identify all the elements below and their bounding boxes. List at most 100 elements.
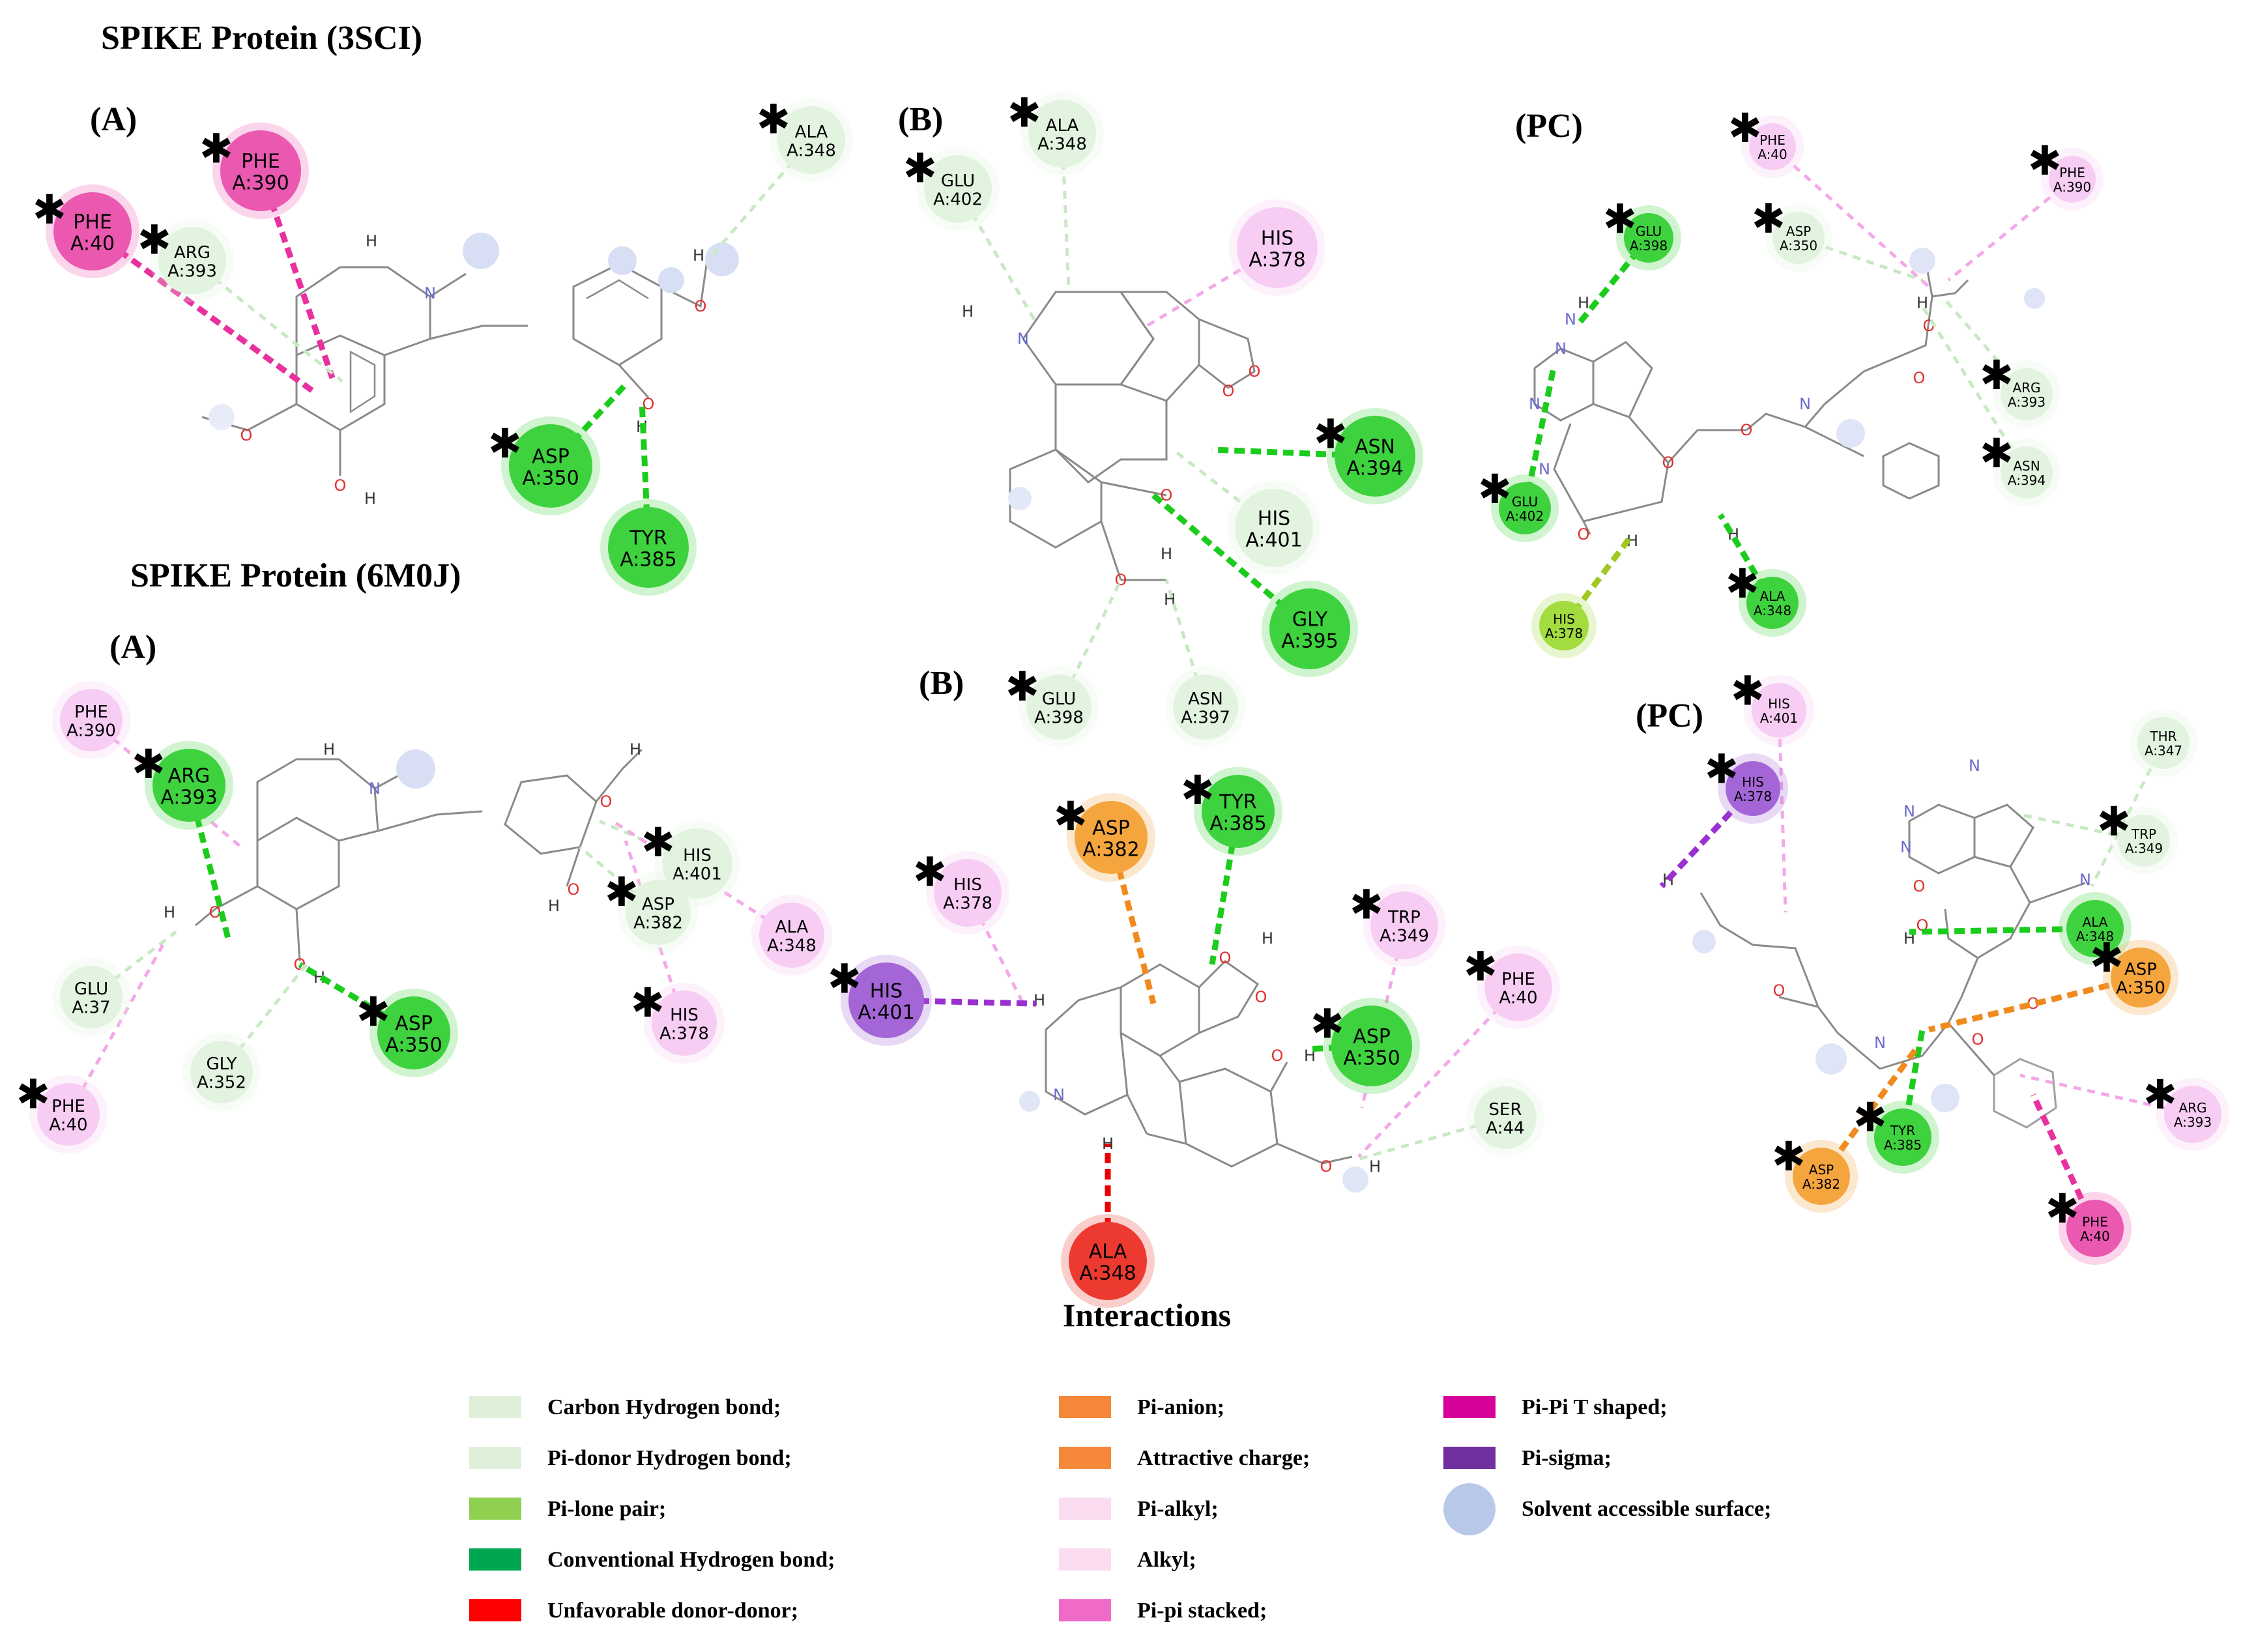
interaction-line xyxy=(1771,145,1930,288)
panel-label-3sci-b: (B) xyxy=(898,101,943,138)
key-residue-asterisk-icon: ✱ xyxy=(132,740,166,788)
legend-swatch xyxy=(1059,1396,1111,1418)
residue-id: A:347 xyxy=(2145,743,2182,759)
key-residue-asterisk-icon: ✱ xyxy=(1603,195,1637,242)
residue-id: A:390 xyxy=(2053,179,2091,195)
key-residue-asterisk-icon: ✱ xyxy=(631,979,665,1026)
residue-name: PHE xyxy=(2059,165,2085,181)
residue-id: A:40 xyxy=(70,233,115,255)
key-residue-asterisk-icon: ✱ xyxy=(2090,934,2124,981)
residue-name: ALA xyxy=(1760,588,1786,604)
residue-circle xyxy=(1335,416,1415,497)
residue-name: HIS xyxy=(1742,774,1764,790)
residue-name: PHE xyxy=(73,211,112,234)
residue-nodes: PHEA:390✱PHEA:40✱ARGA:393✱ALAA:348✱ASPA:… xyxy=(16,89,2229,1308)
residue-circle xyxy=(377,996,450,1069)
residue-circle xyxy=(152,749,225,822)
key-residue-asterisk-icon: ✱ xyxy=(1752,195,1786,242)
residue-name: HIS xyxy=(870,980,903,1003)
key-residue-asterisk-icon: ✱ xyxy=(828,955,861,1002)
residue-circle xyxy=(37,1083,100,1146)
key-residue-asterisk-icon: ✱ xyxy=(1980,351,2014,399)
residue-id: A:40 xyxy=(1757,147,1787,162)
residue-name: GLY xyxy=(1292,609,1328,631)
residue-name: HIS xyxy=(1768,696,1790,712)
residue-circle xyxy=(60,966,123,1028)
legend-label: Pi-donor Hydrogen bond; xyxy=(547,1446,792,1470)
residue-circle xyxy=(1269,588,1350,669)
atom-label: O xyxy=(643,395,655,413)
key-residue-asterisk-icon: ✱ xyxy=(1181,766,1215,814)
residue-circle xyxy=(1026,674,1092,740)
ligand-3sci-b xyxy=(1008,291,1256,581)
residue-circle xyxy=(1484,953,1552,1021)
residue-id: A:382 xyxy=(1802,1176,1840,1192)
residue-circle xyxy=(2066,900,2124,957)
legend-swatch xyxy=(469,1599,521,1621)
residue-circle xyxy=(2001,446,2053,499)
residue-name: HIS xyxy=(953,875,982,895)
panel-label-3sci-pc: (PC) xyxy=(1515,108,1583,145)
legend-swatch xyxy=(1443,1396,1496,1418)
legend-swatch xyxy=(469,1498,521,1520)
residue-id: A:378 xyxy=(943,894,992,914)
residue-circle xyxy=(1474,1086,1537,1149)
residue-name: PHE xyxy=(1501,970,1535,989)
residue-circle xyxy=(1752,683,1806,738)
atom-label: O xyxy=(1219,949,1232,967)
residue-circle xyxy=(626,880,691,945)
key-residue-asterisk-icon: ✱ xyxy=(903,145,937,192)
atom-label: N xyxy=(1900,838,1912,856)
residue-id: A:401 xyxy=(1245,529,1302,552)
atom-label: O xyxy=(2027,994,2040,1013)
residue-name: ASP xyxy=(1353,1026,1391,1049)
residue-name: ASP xyxy=(395,1013,433,1036)
legend-swatch xyxy=(1443,1447,1496,1469)
residue-circle xyxy=(1028,100,1096,167)
residue-circle xyxy=(924,155,992,223)
atom-label: N xyxy=(1539,460,1550,478)
key-residue-asterisk-icon: ✱ xyxy=(2143,1071,2177,1118)
residue-id: A:395 xyxy=(1281,630,1338,653)
residue-id: A:393 xyxy=(2174,1114,2212,1130)
residue-name: PHE xyxy=(241,151,280,173)
interaction-line xyxy=(2019,1073,2193,1116)
atom-label: O xyxy=(1255,988,1267,1006)
key-residue-asterisk-icon: ✱ xyxy=(1731,667,1765,715)
atom-label: H xyxy=(1034,991,1045,1009)
panel-label-3sci-a: (A) xyxy=(90,101,137,138)
atom-label: O xyxy=(1662,454,1675,472)
residue-circle xyxy=(190,1041,253,1103)
residue-circle xyxy=(652,991,717,1056)
residue-name: ASP xyxy=(1092,817,1130,840)
residue-id: A:37 xyxy=(72,998,110,1018)
legend-swatch xyxy=(1059,1599,1111,1621)
key-residue-asterisk-icon: ✱ xyxy=(356,988,390,1036)
atom-label: O xyxy=(1249,362,1261,381)
residue-circle xyxy=(1331,1006,1412,1086)
residue-circle xyxy=(2049,156,2096,203)
atom-label: H xyxy=(962,302,974,321)
key-residue-asterisk-icon: ✱ xyxy=(605,868,639,916)
residue-circle xyxy=(1202,775,1275,848)
residue-circle xyxy=(759,903,824,968)
residue-name: HIS xyxy=(683,846,712,865)
atom-label: O xyxy=(1578,525,1590,543)
residue-circle xyxy=(1069,1222,1147,1300)
legend-swatch xyxy=(1059,1548,1111,1571)
residue-name: ASP xyxy=(532,446,570,469)
